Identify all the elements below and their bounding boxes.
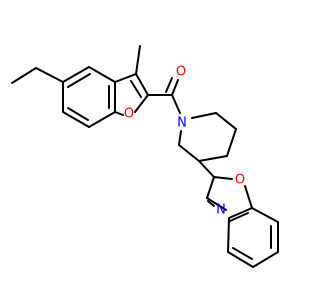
atom-oxazole-nitrogen: N: [216, 203, 226, 218]
bond-ox-4-inner: [207, 200, 215, 207]
bond-pip-1: [191, 112, 217, 119]
bond-ox-4: [206, 197, 227, 211]
bond-pip-4: [198, 155, 228, 162]
bond-ox-3-inner: [229, 212, 249, 222]
atom-carbonyl-oxygen: O: [176, 65, 186, 80]
bond-pip-2: [215, 112, 237, 130]
bond-bx-3: [252, 251, 279, 268]
bond-bx-1: [251, 207, 279, 223]
molecule-canvas: O O N N O: [11, 45, 279, 268]
atom-oxazole-oxygen: O: [235, 173, 245, 188]
bond-pip-5: [178, 144, 200, 162]
bond-furan-2: [135, 73, 149, 96]
bond-ethyl-2: [35, 67, 64, 83]
bond-bf-5-inner: [67, 107, 89, 121]
bond-pip-6: [178, 130, 182, 146]
atom-piperidine-nitrogen: N: [177, 116, 187, 131]
bond-bx-4-inner: [232, 247, 253, 260]
bond-bx-5: [227, 217, 230, 253]
bond-ox-1: [213, 176, 233, 180]
bond-ox-3: [228, 207, 253, 219]
bond-carbonyl-n: [171, 94, 181, 114]
bond-carbonyl-o-2: [165, 77, 173, 93]
bond-bf-2: [88, 66, 116, 83]
bond-furan-1: [114, 73, 137, 83]
bond-pip-oxazole: [198, 160, 215, 178]
bond-furan-4: [114, 111, 124, 116]
bond-furan-3: [134, 94, 149, 113]
bond-bf-1: [62, 66, 90, 83]
bond-methyl: [135, 45, 141, 75]
bond-ox-2: [244, 185, 253, 209]
bond-bf-1-inner: [67, 73, 91, 88]
bond-carbonyl-o-1: [171, 79, 179, 96]
bond-bf-4: [88, 111, 116, 128]
atom-furan-oxygen: O: [124, 107, 134, 122]
bond-bx-4: [227, 251, 254, 268]
bond-pip-3: [226, 128, 237, 157]
bond-ethyl-1: [11, 67, 37, 84]
bond-ox-5: [206, 176, 215, 199]
bond-furan-2-inner: [130, 80, 142, 98]
molecule-structure: O O N N O: [11, 45, 279, 268]
bond-bf-5: [62, 111, 90, 128]
